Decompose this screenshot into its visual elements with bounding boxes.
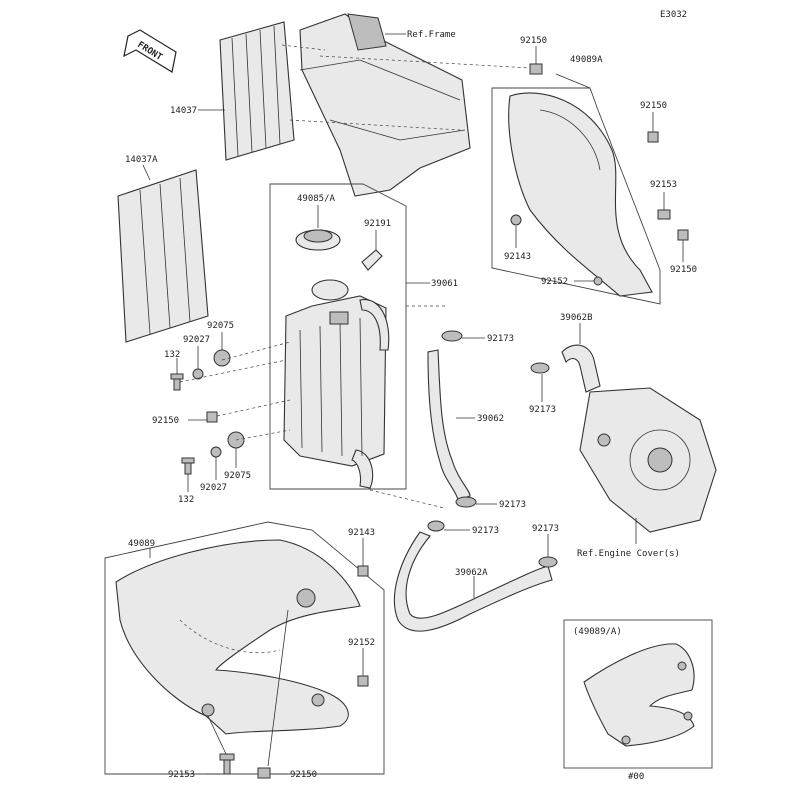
label-92143-r: 92143 — [504, 252, 531, 262]
left-shroud-icon — [115, 539, 361, 735]
overflow-tube-icon — [361, 249, 383, 271]
alt-shroud-icon — [583, 643, 695, 747]
grommet-icon — [213, 349, 231, 367]
bypass-hose-icon — [561, 344, 601, 393]
label-92173-b: 92173 — [529, 405, 556, 415]
front-arrow-icon: FRONT — [123, 29, 177, 73]
radiator-right-icon — [283, 279, 390, 489]
screw-icon — [219, 753, 235, 775]
label-92173-d: 92173 — [499, 500, 526, 510]
label-92153-r: 92153 — [650, 180, 677, 190]
hose-clamp-icon — [427, 520, 445, 532]
diagram-code: E3032 — [660, 10, 687, 20]
bolt-icon — [677, 229, 689, 241]
label-92027-top: 92027 — [183, 335, 210, 345]
label-92152-r: 92152 — [541, 277, 568, 287]
hose-clamp-icon — [455, 496, 477, 508]
label-14037A: 14037A — [125, 155, 158, 165]
label-49089A: 49089A — [570, 55, 603, 65]
label-92173-a: 92173 — [487, 334, 514, 344]
collar-icon — [210, 446, 222, 458]
label-92191: 92191 — [364, 219, 391, 229]
label-14037: 14037 — [170, 106, 197, 116]
label-132-bot: 132 — [178, 495, 194, 505]
bolt-icon — [647, 131, 659, 143]
label-92150-r1: 92150 — [640, 101, 667, 111]
label-92150-top: 92150 — [520, 36, 547, 46]
bolt-icon — [206, 411, 218, 423]
label-92153-l: 92153 — [168, 770, 195, 780]
label-92150-mid: 92150 — [152, 416, 179, 426]
frame-icon — [299, 13, 471, 197]
collar-icon — [192, 368, 204, 380]
lower-hose-icon — [393, 531, 553, 632]
label-92150-r2: 92150 — [670, 265, 697, 275]
inset-note: #00 — [628, 772, 644, 782]
label-92143-l: 92143 — [348, 528, 375, 538]
label-92075-top: 92075 — [207, 321, 234, 331]
bolt-icon — [181, 457, 195, 475]
inset-title: (49089/A) — [573, 627, 622, 637]
collar-icon — [510, 214, 522, 226]
hose-clamp-icon — [530, 362, 550, 374]
label-92075-bot: 92075 — [224, 471, 251, 481]
nut-icon — [593, 276, 603, 286]
label-92173-e: 92173 — [472, 526, 499, 536]
label-132-top: 132 — [164, 350, 180, 360]
label-39062: 39062 — [477, 414, 504, 424]
inset-box — [563, 619, 713, 769]
radiator-guard-icon — [219, 21, 295, 161]
label-39062A: 39062A — [455, 568, 488, 578]
bolt-icon — [257, 767, 271, 779]
label-49089: 49089 — [128, 539, 155, 549]
hose-clamp-icon — [538, 556, 558, 568]
label-92152-l: 92152 — [348, 638, 375, 648]
label-39062B: 39062B — [560, 313, 593, 323]
engine-cover-icon — [579, 387, 717, 533]
bolt-icon — [529, 63, 543, 75]
radiator-left-icon — [117, 169, 209, 343]
collar-icon — [357, 565, 369, 577]
nut-icon — [357, 675, 369, 687]
ref-engine-cover-label: Ref.Engine Cover(s) — [577, 549, 680, 559]
right-shroud-icon — [508, 92, 653, 297]
upper-hose-icon — [427, 349, 471, 501]
label-39061: 39061 — [431, 279, 458, 289]
label-49085A: 49085/A — [297, 194, 336, 204]
label-92173-f: 92173 — [532, 524, 559, 534]
label-92027-bot: 92027 — [200, 483, 227, 493]
label-92150-l: 92150 — [290, 770, 317, 780]
screw-icon — [657, 209, 671, 220]
ref-frame-label: Ref.Frame — [407, 30, 456, 40]
radiator-cap-icon — [295, 229, 341, 251]
hose-clamp-icon — [441, 330, 463, 342]
